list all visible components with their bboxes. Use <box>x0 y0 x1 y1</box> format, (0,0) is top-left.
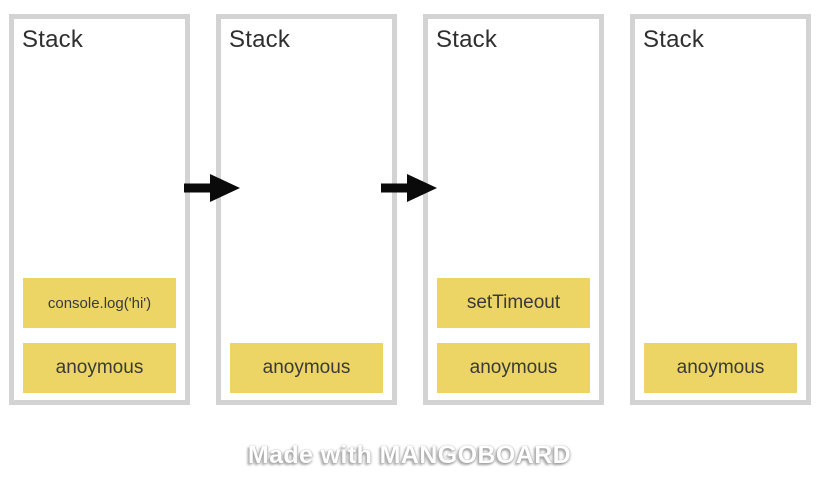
arrow-right-icon <box>381 174 437 202</box>
watermark: Made with MANGOBOARD <box>247 441 572 469</box>
stack-panel-1: Stack console.log('hi') anoymous <box>9 14 190 405</box>
stack-frames: anoymous <box>635 343 806 400</box>
panel-title: Stack <box>436 26 498 53</box>
stack-frame-anonymous: anoymous <box>644 343 797 393</box>
arrow-right-icon <box>184 174 240 202</box>
stack-frame-anonymous: anoymous <box>437 343 590 393</box>
stack-panel-4: Stack anoymous <box>630 14 811 405</box>
stack-frame-anonymous: anoymous <box>23 343 176 393</box>
stack-panel-3: Stack setTimeout anoymous <box>423 14 604 405</box>
stack-panel-2: Stack anoymous <box>216 14 397 405</box>
panel-title: Stack <box>229 26 291 53</box>
stack-frames: setTimeout anoymous <box>428 278 599 400</box>
panel-title: Stack <box>643 26 705 53</box>
panel-title: Stack <box>22 26 84 53</box>
stack-frames: console.log('hi') anoymous <box>14 278 185 400</box>
stack-frames: anoymous <box>221 343 392 400</box>
stack-frame-console-log: console.log('hi') <box>23 278 176 328</box>
stack-frame-settimeout: setTimeout <box>437 278 590 328</box>
stack-frame-anonymous: anoymous <box>230 343 383 393</box>
